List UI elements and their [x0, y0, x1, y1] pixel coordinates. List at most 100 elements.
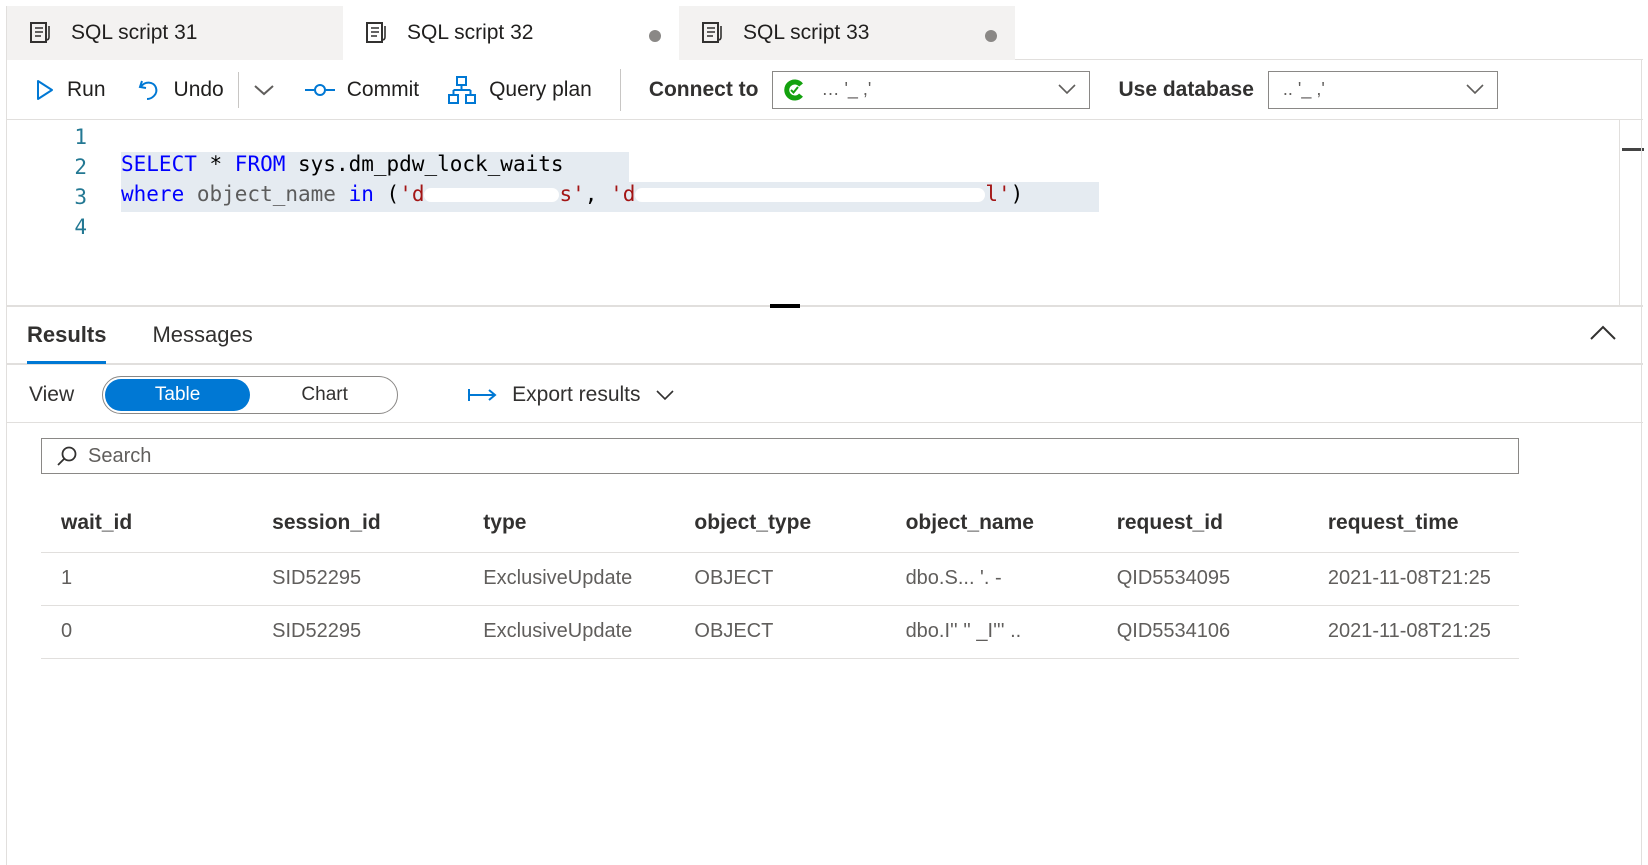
code-keyword: SELECT	[121, 152, 197, 176]
chevron-down-icon[interactable]	[253, 83, 275, 97]
table-row[interactable]: 0 SID52295 ExclusiveUpdate OBJECT dbo.I'…	[41, 605, 1519, 659]
column-header[interactable]: type	[463, 494, 675, 553]
scrollbar-thumb[interactable]	[1622, 148, 1644, 151]
chevron-down-icon	[655, 389, 674, 400]
table-cell: 2021-11-08T21:25	[1307, 605, 1519, 659]
table-cell: QID5534095	[1096, 552, 1308, 606]
pane-splitter[interactable]	[7, 305, 1643, 307]
code-token: (	[373, 182, 400, 206]
play-icon	[37, 79, 53, 100]
line-number: 4	[74, 215, 87, 239]
code-keyword: in	[348, 182, 374, 206]
export-results-button[interactable]: Export results	[468, 383, 688, 407]
code-string: s'	[559, 182, 585, 206]
toolbar: Run Undo Commit	[7, 60, 1643, 120]
undo-button[interactable]: Undo	[136, 70, 224, 110]
column-header[interactable]: request_time	[1307, 494, 1519, 553]
view-toggle: Table Chart	[102, 375, 399, 414]
tab-spacer	[1015, 6, 1643, 60]
commit-button[interactable]: Commit	[304, 70, 420, 110]
search-input[interactable]	[88, 444, 1388, 468]
column-header[interactable]: session_id	[252, 494, 464, 553]
column-header[interactable]: object_name	[885, 494, 1097, 553]
table-cell: ExclusiveUpdate	[463, 552, 675, 606]
table-row[interactable]: 1 SID52295 ExclusiveUpdate OBJECT dbo.S.…	[41, 552, 1519, 606]
sql-editor[interactable]: 1 2 3 4 SELECT * FROM sys.dm_pdw_lock_wa…	[7, 120, 1644, 306]
column-header[interactable]: object_type	[674, 494, 886, 553]
code-token: object_name	[184, 182, 349, 206]
search-icon	[57, 446, 77, 466]
tab-label: SQL script 33	[743, 21, 870, 44]
results-tab-bar: Results Messages	[7, 307, 1643, 365]
code-token: )	[1010, 182, 1024, 206]
use-database-dropdown[interactable]: .. '_ ,'	[1267, 70, 1498, 109]
undo-label: Undo	[173, 77, 224, 101]
tab-label: SQL script 31	[71, 21, 198, 44]
tab-sql-script-32[interactable]: SQL script 32	[343, 6, 679, 60]
column-header[interactable]: request_id	[1096, 494, 1308, 553]
view-table-option[interactable]: Table	[105, 378, 251, 411]
connected-status-icon	[784, 79, 804, 100]
connect-to-value: … '_ ,'	[821, 79, 872, 99]
panel-border	[1641, 60, 1642, 865]
code-token: ,	[584, 182, 611, 206]
tab-sql-script-31[interactable]: SQL script 31	[7, 6, 343, 60]
line-number: 2	[74, 155, 87, 179]
code-line-2: SELECT * FROM sys.dm_pdw_lock_waits	[121, 152, 629, 182]
tab-label: SQL script 32	[407, 21, 534, 44]
connect-to-dropdown[interactable]: … '_ ,'	[772, 70, 1091, 109]
query-plan-label: Query plan	[489, 77, 592, 101]
table-cell: SID52295	[252, 552, 464, 606]
code-keyword: where	[121, 182, 185, 206]
table-cell: dbo.I'' '' _I''' ..	[885, 605, 1097, 659]
script-icon	[702, 22, 722, 43]
editor-scrollbar[interactable]	[1619, 120, 1644, 306]
table-cell: OBJECT	[674, 552, 886, 606]
column-header[interactable]: wait_id	[41, 494, 253, 553]
results-search-box	[41, 438, 1519, 474]
run-label: Run	[67, 77, 106, 101]
commit-label: Commit	[346, 77, 420, 101]
table-header-row: wait_id session_id type object_type obje…	[41, 494, 1519, 553]
undo-icon	[138, 80, 157, 100]
table-cell: QID5534106	[1096, 605, 1308, 659]
table-cell: OBJECT	[674, 605, 886, 659]
unsaved-dot-icon[interactable]	[649, 30, 661, 42]
export-results-label: Export results	[512, 382, 641, 406]
line-number: 3	[74, 185, 87, 209]
table-cell: 2021-11-08T21:25	[1307, 552, 1519, 606]
tab-sql-script-33[interactable]: SQL script 33	[679, 6, 1015, 60]
view-chart-option[interactable]: Chart	[301, 383, 348, 405]
line-number: 1	[74, 125, 87, 149]
table-cell: 1	[41, 552, 253, 606]
toolbar-divider	[237, 71, 239, 108]
run-button[interactable]: Run	[35, 70, 106, 110]
table-cell: SID52295	[252, 605, 464, 659]
query-plan-icon	[448, 75, 477, 104]
code-token: sys.dm_pdw_lock_waits	[285, 152, 564, 176]
splitter-handle[interactable]	[770, 304, 800, 308]
tab-messages[interactable]: Messages	[152, 322, 253, 347]
code-string: 'd	[399, 182, 425, 206]
results-table: wait_id session_id type object_type obje…	[41, 494, 1519, 659]
view-toolbar: View Table Chart Export results	[7, 367, 1643, 423]
chevron-down-icon	[1466, 83, 1484, 94]
script-icon	[366, 22, 386, 43]
tab-bar: SQL script 31 SQL script 32 SQL script 3…	[7, 6, 1643, 60]
export-arrow-icon	[468, 388, 497, 401]
query-plan-button[interactable]: Query plan	[447, 70, 592, 110]
table-cell: ExclusiveUpdate	[463, 605, 675, 659]
use-database-label: Use database	[1118, 77, 1254, 101]
use-database-value: .. '_ ,'	[1282, 79, 1325, 99]
tab-results[interactable]: Results	[27, 306, 107, 364]
redaction-mark	[424, 188, 560, 202]
chevron-up-icon[interactable]	[1589, 325, 1617, 341]
chevron-down-icon	[1058, 83, 1077, 94]
unsaved-dot-icon[interactable]	[985, 30, 997, 42]
code-token: *	[196, 152, 235, 176]
table-cell: 0	[41, 605, 253, 659]
connect-to-label: Connect to	[648, 77, 759, 101]
code-string: l'	[985, 182, 1011, 206]
script-icon	[30, 22, 50, 43]
